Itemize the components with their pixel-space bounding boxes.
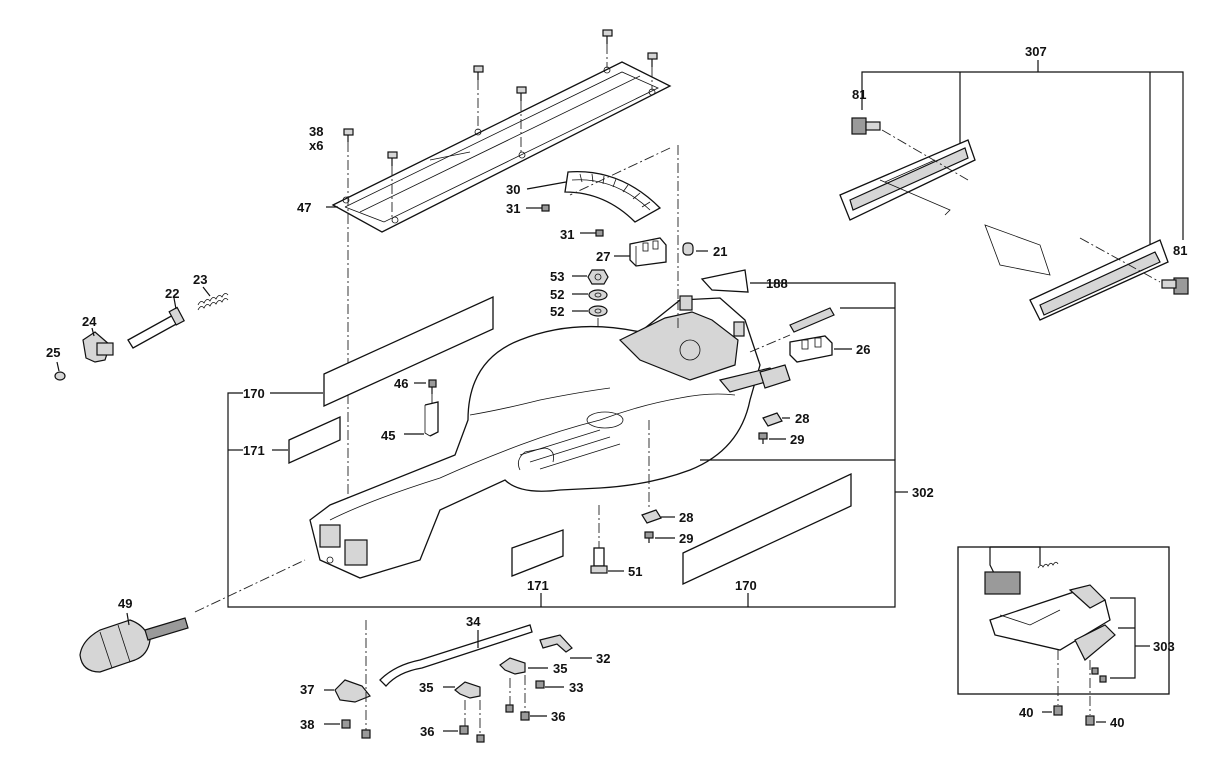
- scale-screw-31a: [526, 204, 550, 212]
- part-label-29: 29: [790, 432, 804, 447]
- label-170-lower: [682, 472, 852, 586]
- part-label-302: 302: [912, 485, 934, 500]
- part-label-45: 45: [381, 428, 395, 443]
- knob-24: [82, 331, 114, 363]
- label-171-lower: [511, 529, 564, 577]
- pin-21: [682, 242, 694, 256]
- part-label-51: 51: [628, 564, 642, 579]
- label-card-188: [700, 269, 749, 293]
- part-label-170: 170: [735, 578, 757, 593]
- part-label-46: 46: [394, 376, 408, 391]
- part-label-35: 35: [553, 661, 567, 676]
- clip-35a: [499, 657, 526, 675]
- label-170-top: [323, 295, 494, 408]
- bracket-45: [424, 401, 439, 437]
- screw-40a: [1053, 705, 1063, 716]
- part-label-24: 24: [82, 314, 97, 329]
- part-label-28: 28: [795, 411, 809, 426]
- spring-23: [197, 293, 229, 311]
- part-label-171: 171: [243, 443, 265, 458]
- part-label-52: 52: [550, 304, 564, 319]
- part-label-49: 49: [118, 596, 132, 611]
- part-label-25: 25: [46, 345, 60, 360]
- part-label-40: 40: [1110, 715, 1124, 730]
- part-label-81: 81: [852, 87, 866, 102]
- part-label-52: 52: [550, 287, 564, 302]
- part-label-188: 188: [766, 276, 788, 291]
- part-label-32: 32: [596, 651, 610, 666]
- screw-29a: [758, 432, 768, 444]
- scale-screw-31b: [580, 229, 604, 237]
- part-label-22: 22: [165, 286, 179, 301]
- handle-49: [79, 617, 189, 673]
- detent-block: [629, 237, 667, 267]
- part-label-307: 307: [1025, 44, 1047, 59]
- part-label-35: 35: [419, 680, 433, 695]
- miter-scale: [564, 170, 662, 223]
- part-label-37: 37: [300, 682, 314, 697]
- part-label-29: 29: [679, 531, 693, 546]
- part-label-31: 31: [506, 201, 520, 216]
- clip-37: [334, 679, 371, 703]
- screw-29b: [644, 531, 654, 543]
- part-label-36: 36: [551, 709, 565, 724]
- part-label-21: 21: [713, 244, 727, 259]
- latch-303: [984, 561, 1116, 661]
- part-label-81: 81: [1173, 243, 1187, 258]
- part-label-47: 47: [297, 200, 311, 215]
- part-label-38: 38: [309, 124, 323, 139]
- part-label-171: 171: [527, 578, 549, 593]
- bolt-51: [590, 547, 608, 574]
- clip-35b: [454, 681, 481, 699]
- screw-36b: [520, 711, 530, 721]
- washer-52a: [588, 289, 608, 301]
- part-label-40: 40: [1019, 705, 1033, 720]
- washer-25: [54, 371, 66, 381]
- part-label-27: 27: [596, 249, 610, 264]
- clip-28a: [762, 412, 783, 427]
- clip-32: [539, 634, 573, 653]
- part-label-23: 23: [193, 272, 207, 287]
- cable-34: [379, 624, 533, 687]
- rod-22: [127, 306, 185, 349]
- screw-36a: [459, 725, 469, 735]
- screw-46: [428, 379, 437, 394]
- fence-extension-upper: [839, 139, 976, 221]
- part-label-x6: x6: [309, 138, 323, 153]
- fence-extension-lower: [984, 224, 1169, 321]
- screw-40b: [1085, 715, 1095, 726]
- part-label-170: 170: [243, 386, 265, 401]
- screw-33: [535, 680, 545, 689]
- knob-81b: [1161, 277, 1189, 295]
- knob-81a: [851, 117, 881, 135]
- part-label-34: 34: [466, 614, 481, 629]
- part-label-31: 31: [560, 227, 574, 242]
- washer-52b: [588, 305, 608, 317]
- clip-28b: [641, 509, 662, 524]
- screw-38: [341, 719, 351, 729]
- stop-block-26: [789, 335, 833, 363]
- saw-base: [309, 295, 791, 579]
- part-label-303: 303: [1153, 639, 1175, 654]
- part-label-36: 36: [420, 724, 434, 739]
- rod: [789, 307, 835, 333]
- fence-screws: [343, 29, 658, 540]
- part-label-33: 33: [569, 680, 583, 695]
- part-label-38: 38: [300, 717, 314, 732]
- part-label-30: 30: [506, 182, 520, 197]
- label-171-left: [288, 415, 341, 465]
- part-label-28: 28: [679, 510, 693, 525]
- part-label-53: 53: [550, 269, 564, 284]
- part-label-26: 26: [856, 342, 870, 357]
- nut-53: [587, 269, 609, 285]
